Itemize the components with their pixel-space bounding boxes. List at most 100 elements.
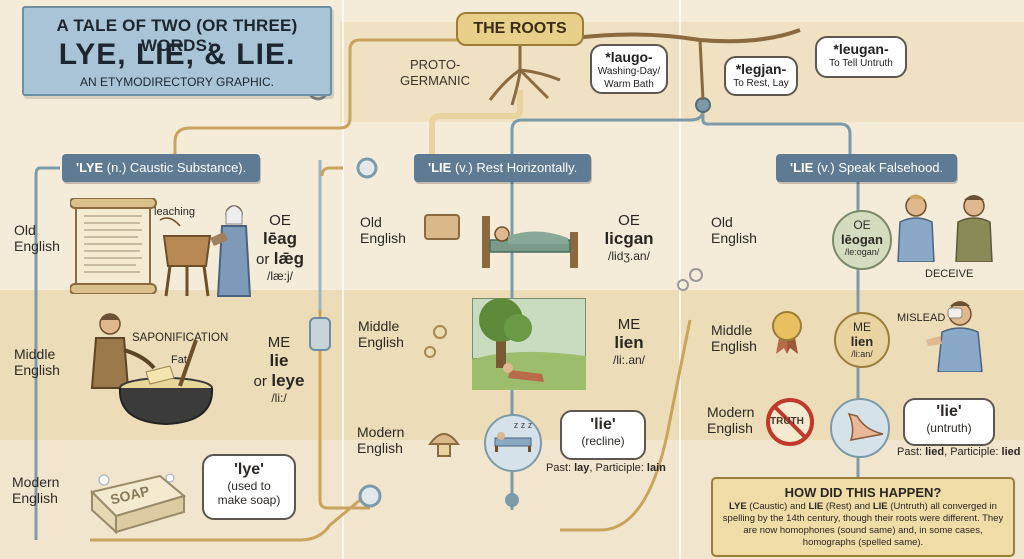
row-modern-line2: English [357, 440, 403, 456]
col1-oe-form1: lēag [262, 229, 298, 248]
col3-participle-value: lied [1001, 446, 1021, 458]
col1-me-form1: lie [269, 351, 289, 370]
col3-oe-form: lēogan [841, 232, 883, 247]
col1-oe-forms-line: or lǣg [248, 249, 312, 269]
two-people-illustration [897, 194, 993, 262]
scroll-illustration [70, 198, 157, 294]
row-middle-line2: English [711, 338, 757, 354]
header-lie-falsehood-rest: (v.) Speak Falsehood. [813, 160, 944, 175]
row-modern-line1: Modern [12, 474, 60, 490]
col2-me-lang: ME [617, 316, 641, 333]
col2-me-word: ME lien /li:.an/ [596, 316, 662, 367]
col3-past-label2: , Participle: [944, 446, 1002, 458]
col2-modern-sleep-icon: z z z [484, 414, 542, 472]
header-lye-rest: (n.) Caustic Substance). [103, 160, 247, 175]
col3-me-form: lien [850, 334, 874, 349]
row-modern-line2: English [12, 490, 58, 506]
col3-oe-circle: OE lēogan /le:ogan/ [832, 210, 892, 270]
info-b1: LYE [729, 501, 747, 512]
sleeping-bed-icon [494, 432, 532, 452]
soap-making-illustration [90, 313, 214, 426]
col1-oe-word: OE lēag or lǣg /læ:j/ [248, 212, 312, 283]
header-lie-rest: 'LIE (v.) Rest Horizontally. [414, 154, 592, 182]
leaching-vat-illustration [159, 205, 252, 297]
col3-modern-gloss: (untruth) [926, 421, 972, 435]
col3-past-label1: Past: [897, 446, 926, 458]
header-lie-rest-word: 'LIE [428, 160, 452, 175]
col2-past-value: lay [574, 462, 590, 474]
saponification-label: SAPONIFICATION [132, 332, 229, 344]
row-old-line2: English [14, 238, 60, 254]
row-old-line2: English [360, 230, 406, 246]
row-label-modern-col3: Modern English [707, 404, 754, 436]
col1-oe-form2: lǣg [273, 249, 305, 268]
info-t2: (Rest) and [823, 501, 873, 512]
col1-me-or: or [253, 373, 267, 390]
header-lye: 'LYE (n.) Caustic Substance). [62, 154, 261, 182]
row-label-old-col2: Old English [360, 214, 406, 246]
row-middle-line1: Middle [14, 346, 56, 362]
root-leugan-gloss: To Tell Untruth [829, 58, 893, 69]
root-laugo-gloss2: Warm Bath [604, 79, 654, 90]
col1-modern-bubble: 'lye' (used to make soap) [202, 454, 296, 520]
info-t1: (Caustic) and [746, 501, 809, 512]
ribbon-medal-icon [772, 311, 802, 354]
col3-modern-bubble: 'lie' (untruth) [903, 398, 995, 446]
row-label-old-col3: Old English [711, 214, 757, 246]
row-middle-line2: English [358, 334, 404, 350]
leaching-label: leaching [154, 206, 195, 218]
col2-past-label1: Past: [546, 462, 575, 474]
row-modern-line1: Modern [357, 424, 405, 440]
col3-me-lang: ME [853, 320, 871, 334]
row-old-line1: Old [14, 222, 36, 238]
col2-oe-lang: OE [618, 212, 640, 229]
title-line1: A TALE OF TWO (OR THREE) WORDS: [56, 16, 298, 55]
col1-oe-lang: OE [269, 212, 291, 229]
col1-me-word: ME lie or leye /li:/ [246, 334, 312, 405]
col2-past-forms: Past: lay, Participle: lain [546, 462, 666, 474]
header-lie-falsehood: 'LIE (v.) Speak Falsehood. [776, 154, 958, 182]
row-old-line2: English [711, 230, 757, 246]
title-line3: AN ETYMODIRECTORY GRAPHIC. [79, 75, 275, 89]
row-label-middle-col3: Middle English [711, 322, 757, 354]
row-modern-line2: English [707, 420, 753, 436]
col2-participle-value: lain [646, 462, 666, 474]
col3-oe-ipa: /le:ogan/ [844, 247, 880, 257]
lamp-icon [428, 433, 460, 457]
row-middle-line2: English [14, 362, 60, 378]
col2-modern-word: 'lie' [590, 416, 616, 433]
row-modern-line1: Modern [707, 404, 755, 420]
col1-me-lang: ME [267, 334, 291, 351]
col2-me-ipa: /li:.an/ [612, 353, 645, 367]
deceive-label: DECEIVE [925, 268, 974, 280]
col1-me-forms-line: or leye [246, 371, 312, 391]
masked-person-illustration [926, 301, 983, 372]
proto-germanic-label: PROTO- GERMANIC [400, 57, 470, 89]
roots-label: THE ROOTS [456, 12, 584, 46]
col3-oe-lang: OE [853, 218, 871, 232]
no-truth-icon [766, 398, 814, 446]
title-line2: LYE, LIE, & LIE. [58, 38, 296, 71]
col2-me-form: lien [614, 333, 644, 352]
col1-me-form2: leye [271, 371, 305, 390]
col3-me-ipa: /li:an/ [851, 349, 873, 359]
row-label-old-col1: Old English [14, 222, 60, 254]
row-old-line1: Old [711, 214, 733, 230]
row-middle-line1: Middle [711, 322, 753, 338]
title-banner: A TALE OF TWO (OR THREE) WORDS: LYE, LIE… [22, 6, 332, 96]
row-label-middle-col2: Middle English [358, 318, 404, 350]
row-label-modern-col1: Modern English [12, 474, 59, 506]
info-t3: (Untruth) all converged in spelling by t… [722, 501, 1004, 548]
mislead-label: MISLEAD [897, 312, 946, 324]
info-box: HOW DID THIS HAPPEN? LYE (Caustic) and L… [711, 477, 1015, 557]
soap-bar-illustration [90, 473, 187, 534]
info-heading: HOW DID THIS HAPPEN? [784, 485, 942, 500]
row-old-line1: Old [360, 214, 382, 230]
info-paragraph: LYE (Caustic) and LIE (Rest) and LIE (Un… [721, 501, 1005, 549]
root-laugo-gloss1: Washing-Day/ [597, 66, 661, 77]
col3-me-circle: ME lien /li:an/ [834, 312, 890, 368]
root-bubble-legjan: *legjan- To Rest, Lay [724, 56, 798, 96]
root-leugan-word: *leugan- [833, 41, 889, 57]
col1-me-ipa: /li:/ [271, 391, 287, 405]
